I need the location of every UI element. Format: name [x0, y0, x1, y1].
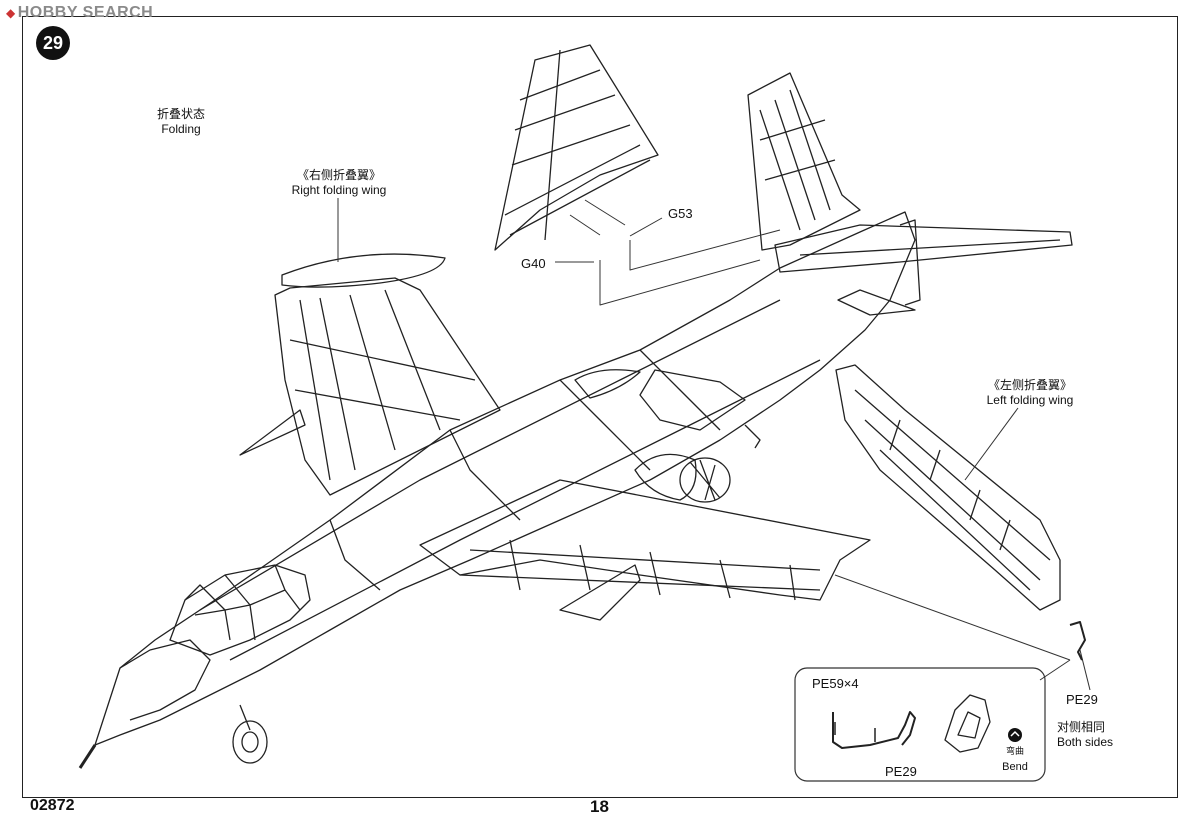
part-pe29-label: PE29	[1066, 692, 1098, 707]
both-sides-label-en: Both sides	[1057, 735, 1114, 749]
step-number-badge: 29	[36, 26, 70, 60]
tail-bumper	[744, 424, 761, 449]
folding-state-label-en: Folding	[161, 122, 201, 136]
right-folding-wing-label-en: Right folding wing	[291, 183, 387, 197]
part-pe29-detail-label: PE29	[885, 764, 917, 779]
detail-callout-box	[794, 667, 1046, 782]
product-code: 02872	[30, 797, 75, 814]
both-sides-label: 对侧相同 Both sides	[1057, 720, 1125, 750]
both-sides-label-cn: 对侧相同	[1057, 720, 1106, 734]
part-pe59-label: PE59×4	[812, 676, 859, 691]
watermark: ◆ HOBBY SEARCH	[6, 4, 153, 22]
page-number: 18	[590, 797, 609, 816]
right-folding-wing-label-cn: 《右侧折叠翼》	[296, 168, 381, 182]
leader-lines	[337, 198, 1091, 691]
part-g40-label: G40	[521, 256, 546, 271]
horizontal-stabilizer	[774, 219, 1073, 316]
bend-label-cn: 弯曲	[1005, 747, 1024, 757]
watermark-logo-icon: ◆	[6, 6, 16, 20]
page-frame	[22, 16, 1178, 798]
detail-pe29-drawing	[832, 694, 991, 753]
right-folding-wing	[239, 253, 501, 496]
jet-intake	[634, 453, 731, 503]
left-folding-wing-label-cn: 《左侧折叠翼》	[987, 378, 1072, 392]
bend-label: 弯曲 Bend	[995, 745, 1035, 775]
tail-fin	[747, 72, 861, 251]
canopy	[169, 564, 311, 656]
fuselage	[94, 211, 916, 746]
pe29-part	[1069, 621, 1086, 661]
bend-icon	[1008, 728, 1022, 742]
left-folding-wing-label-en: Left folding wing	[986, 393, 1074, 407]
folding-state-label: 折叠状态 Folding	[150, 107, 212, 137]
right-folding-wing-label: 《右侧折叠翼》 Right folding wing	[283, 168, 395, 198]
watermark-text: HOBBY SEARCH	[17, 4, 154, 21]
left-folding-wing-label: 《左侧折叠翼》 Left folding wing	[978, 378, 1082, 408]
left-folding-wing	[835, 364, 1061, 611]
folded-wing-outer-panel	[494, 44, 659, 251]
part-g53-label: G53	[668, 206, 693, 221]
folding-state-label-cn: 折叠状态	[156, 107, 205, 121]
nose-probe	[78, 744, 97, 769]
bend-label-en: Bend	[1002, 761, 1028, 773]
nose-gear	[232, 704, 268, 764]
main-wing	[419, 479, 871, 621]
